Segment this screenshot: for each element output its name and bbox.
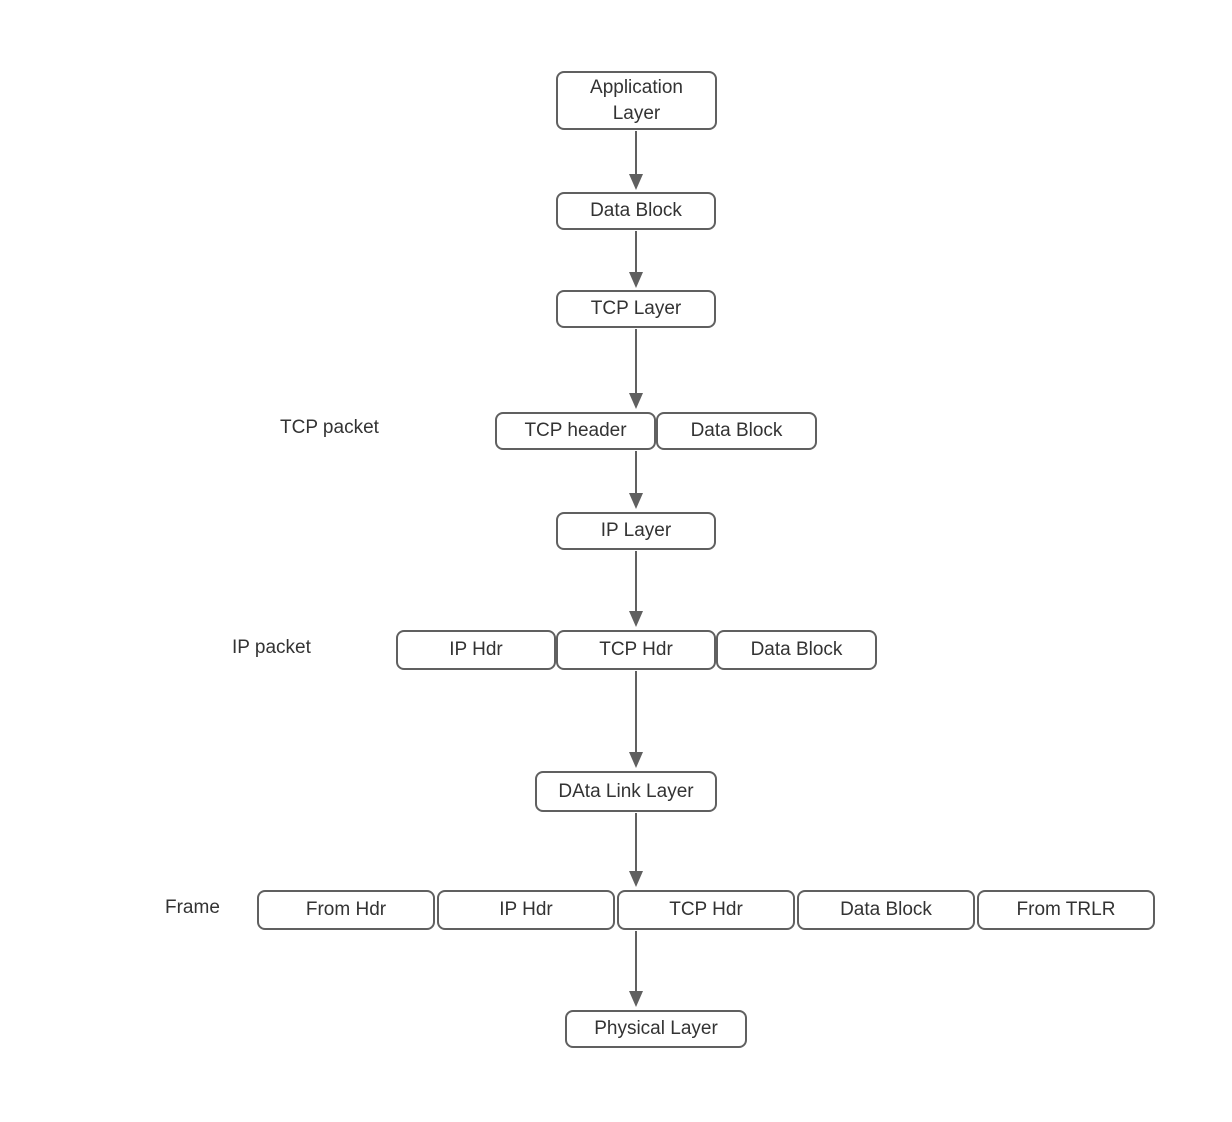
arrow-datablock-to-tcplayer [629, 231, 643, 288]
arrow-iplayer-to-ippacket [629, 551, 643, 627]
node-data-link-layer: DAta Link Layer [535, 771, 717, 812]
row-label-ip-packet: IP packet [232, 637, 311, 658]
arrow-tcplayer-to-tcppacket [629, 329, 643, 409]
node-application-layer: Application Layer [556, 71, 717, 130]
node-tcp-layer: TCP Layer [556, 290, 716, 328]
arrow-ippacket-to-datalink [629, 671, 643, 768]
node-data-block-frame: Data Block [797, 890, 975, 930]
node-ip-layer: IP Layer [556, 512, 716, 550]
node-ip-hdr-frame: IP Hdr [437, 890, 615, 930]
arrow-datalink-to-frame [629, 813, 643, 887]
node-from-hdr: From Hdr [257, 890, 435, 930]
arrow-application-to-datablock [629, 131, 643, 190]
arrow-frame-to-physical [629, 931, 643, 1007]
row-label-tcp-packet: TCP packet [280, 417, 379, 438]
node-tcp-hdr: TCP Hdr [556, 630, 716, 670]
node-from-trlr: From TRLR [977, 890, 1155, 930]
node-ip-hdr: IP Hdr [396, 630, 556, 670]
node-data-block-tcp: Data Block [656, 412, 817, 450]
node-data-block-ip: Data Block [716, 630, 877, 670]
row-label-frame: Frame [165, 897, 220, 918]
node-data-block-app: Data Block [556, 192, 716, 230]
node-tcp-header: TCP header [495, 412, 656, 450]
node-tcp-hdr-frame: TCP Hdr [617, 890, 795, 930]
node-physical-layer: Physical Layer [565, 1010, 747, 1048]
arrow-tcppacket-to-iplayer [629, 451, 643, 509]
